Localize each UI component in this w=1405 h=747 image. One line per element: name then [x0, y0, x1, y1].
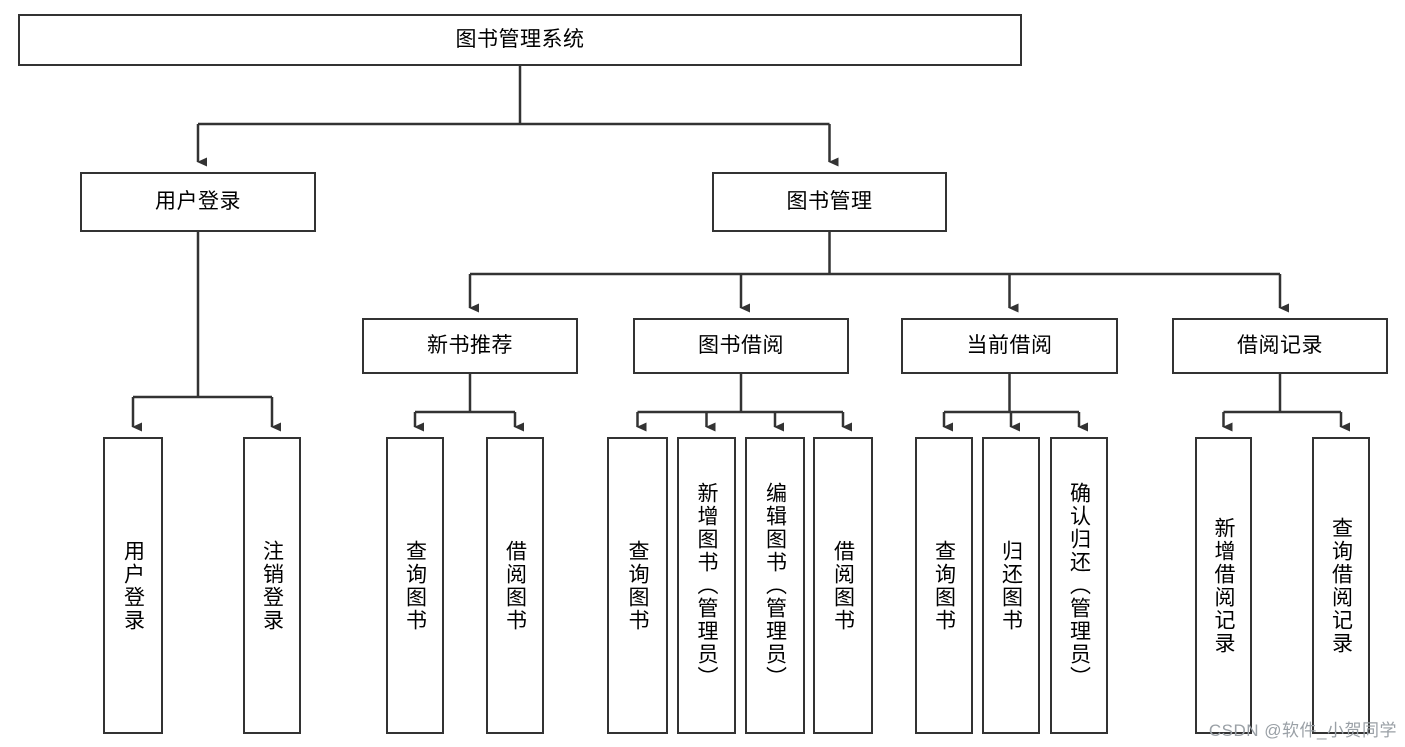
node-label-leaf-br-add: 新增借阅记录 — [1212, 516, 1235, 655]
node-label-leaf-bb-add: 新增图书（管理员） — [695, 482, 718, 689]
node-label-leaf-cb-query: 查询图书 — [932, 539, 956, 632]
node-borrow-record: 借阅记录 — [1172, 318, 1388, 374]
node-label-borrow-record: 借阅记录 — [1237, 333, 1323, 357]
node-user-login: 用户登录 — [80, 172, 316, 232]
node-label-leaf-cb-return: 归还图书 — [999, 539, 1023, 632]
node-new-book-rec: 新书推荐 — [362, 318, 578, 374]
node-leaf-bb-add: 新增图书（管理员） — [677, 437, 736, 734]
node-label-book-manage: 图书管理 — [786, 189, 873, 213]
node-current-borrow: 当前借阅 — [901, 318, 1118, 374]
node-label-leaf-rec-borrow: 借阅图书 — [503, 539, 527, 632]
node-leaf-logout: 注销登录 — [243, 437, 301, 734]
node-leaf-user-login: 用户登录 — [103, 437, 163, 734]
node-label-user-login: 用户登录 — [155, 189, 241, 213]
node-leaf-cb-confirm: 确认归还（管理员） — [1050, 437, 1108, 734]
node-leaf-br-query: 查询借阅记录 — [1312, 437, 1370, 734]
node-label-root: 图书管理系统 — [455, 27, 585, 51]
node-label-leaf-bb-edit: 编辑图书（管理员） — [763, 482, 787, 689]
node-leaf-cb-query: 查询图书 — [915, 437, 973, 734]
node-label-leaf-br-query: 查询借阅记录 — [1329, 516, 1353, 655]
node-leaf-bb-query: 查询图书 — [607, 437, 668, 734]
node-book-manage: 图书管理 — [712, 172, 947, 232]
node-leaf-cb-return: 归还图书 — [982, 437, 1040, 734]
watermark-text: CSDN @软件_小贺同学 — [1208, 721, 1397, 740]
node-label-leaf-rec-query: 查询图书 — [403, 539, 427, 632]
node-root: 图书管理系统 — [18, 14, 1022, 66]
node-label-leaf-bb-borrow: 借阅图书 — [831, 539, 855, 632]
node-leaf-bb-borrow: 借阅图书 — [813, 437, 873, 734]
node-label-leaf-cb-confirm: 确认归还（管理员） — [1067, 482, 1091, 689]
node-label-book-borrow: 图书借阅 — [698, 333, 784, 357]
node-label-leaf-user-login: 用户登录 — [121, 539, 145, 632]
node-label-current-borrow: 当前借阅 — [966, 333, 1053, 357]
node-leaf-bb-edit: 编辑图书（管理员） — [745, 437, 805, 734]
node-label-leaf-bb-query: 查询图书 — [626, 539, 649, 632]
node-label-new-book-rec: 新书推荐 — [427, 333, 513, 357]
node-book-borrow: 图书借阅 — [633, 318, 849, 374]
node-label-leaf-logout: 注销登录 — [260, 539, 284, 632]
node-leaf-rec-borrow: 借阅图书 — [486, 437, 544, 734]
node-leaf-br-add: 新增借阅记录 — [1195, 437, 1252, 734]
node-leaf-rec-query: 查询图书 — [386, 437, 444, 734]
